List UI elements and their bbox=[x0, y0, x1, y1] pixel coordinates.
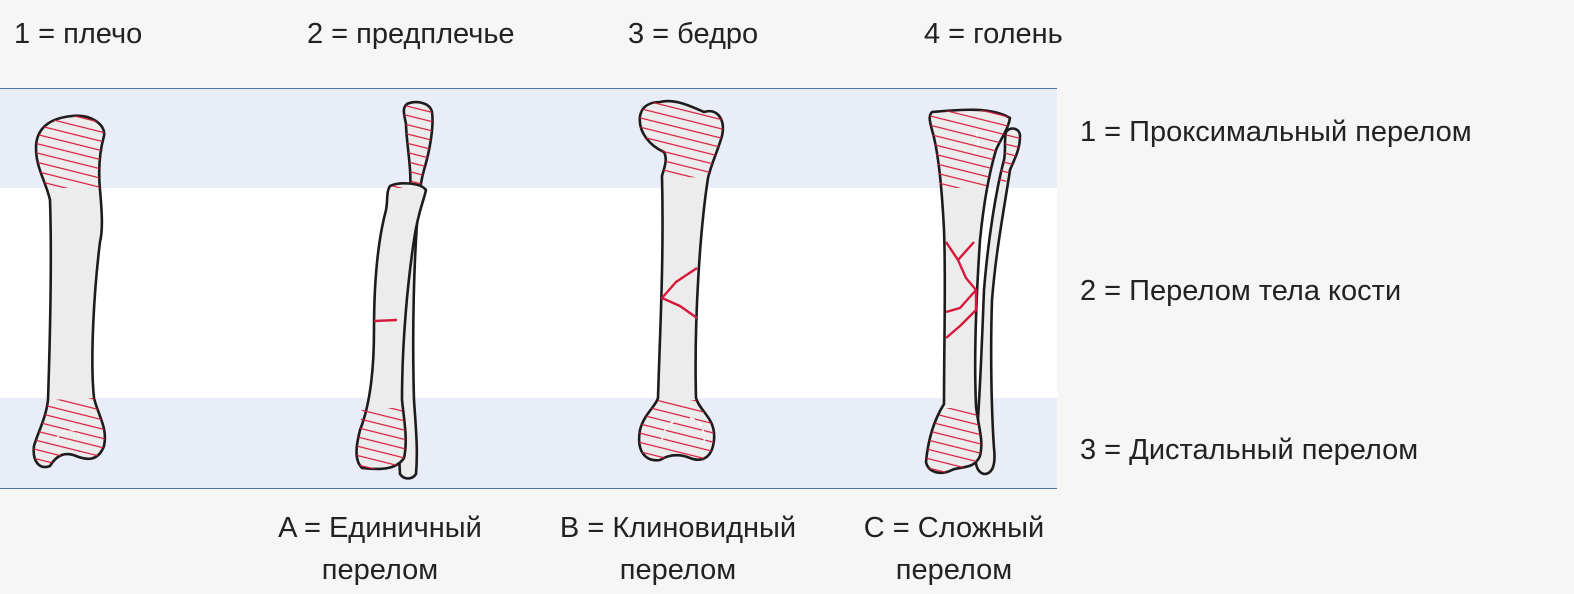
zone-label-proximal: 1 = Проксимальный перелом bbox=[1080, 116, 1472, 148]
fracture-type-b-line2: перелом bbox=[619, 554, 737, 586]
femur-bone bbox=[637, 99, 725, 462]
top-rule bbox=[0, 88, 1057, 89]
fracture-type-b-line1: B = Клиновидный bbox=[559, 512, 797, 544]
distal-zone-band bbox=[0, 398, 1057, 488]
bone-label-femur: 3 = бедро bbox=[628, 18, 759, 50]
fracture-type-c-line2: перелом bbox=[895, 554, 1013, 586]
humerus-bone bbox=[32, 114, 107, 469]
bone-label-humerus: 1 = плечо bbox=[14, 18, 143, 50]
fracture-type-c-line1: C = Сложный bbox=[863, 512, 1045, 544]
zone-label-shaft: 2 = Перелом тела кости bbox=[1080, 275, 1402, 307]
fracture-type-a: A = Единичный перелом bbox=[258, 507, 502, 591]
fracture-type-b: B = Клиновидный перелом bbox=[538, 507, 818, 591]
proximal-zone-band bbox=[0, 88, 1057, 188]
fracture-type-c: C = Сложный перелом bbox=[846, 507, 1062, 591]
bottom-rule bbox=[0, 488, 1057, 489]
forearm-bones bbox=[355, 100, 434, 480]
shaft-zone-band bbox=[0, 188, 1057, 398]
fracture-type-a-line2: перелом bbox=[321, 554, 439, 586]
bone-label-forearm: 2 = предплечье bbox=[307, 18, 515, 50]
zone-label-distal: 3 = Дистальный перелом bbox=[1080, 434, 1419, 466]
fracture-type-a-line1: A = Единичный bbox=[278, 512, 482, 544]
bone-label-lower-leg: 4 = голень bbox=[924, 18, 1063, 50]
lower-leg-bones bbox=[924, 108, 1022, 476]
